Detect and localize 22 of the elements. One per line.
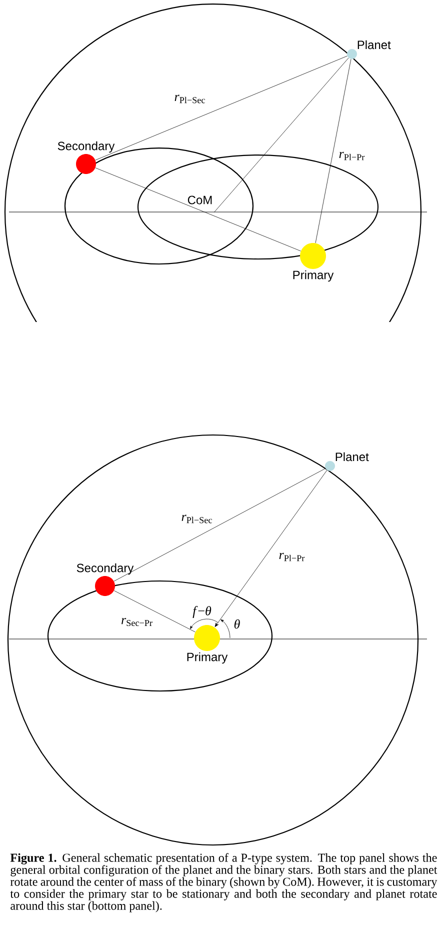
node-label: Secondary [58,141,115,153]
point-label: CoM [188,196,212,204]
connector-line [114,468,326,582]
edge-label: r$_{Pl−Sec}$ [180,514,214,524]
node-label: Planet [358,40,391,50]
node-label: Secondary [76,563,134,575]
edge-label: r$_{Pl−Pr}$ [278,552,306,562]
connector-line [315,58,352,244]
connector-line [214,470,328,627]
edge-label: r$_{Sec−Pr}$ [120,616,154,628]
node-label: Planet [336,452,369,462]
connector-line [214,58,349,212]
edge-label: r$_{Pl−Sec}$ [173,94,207,104]
connector-line [95,168,301,252]
node-label: Primary [187,652,228,664]
node-label: Primary [293,270,334,282]
edge-label: r$_{Pl−Pr}$ [338,150,366,162]
figure-caption: Figure 1. General schematic presentation of a P-type system. The top panel shows the general orbital configuration of the planet and the binary stars. Both stars and the planet rotate around the center of mass of the binary (shown by CoM). However, it is customary to consider the primary star to be stationary and both the secondary and planet rotate around this star (bottom panel). [10,853,438,912]
connector-line [114,590,196,632]
angle-label: f−θ [192,606,212,618]
connector-line [95,56,348,160]
angle-label: θ [234,619,240,629]
